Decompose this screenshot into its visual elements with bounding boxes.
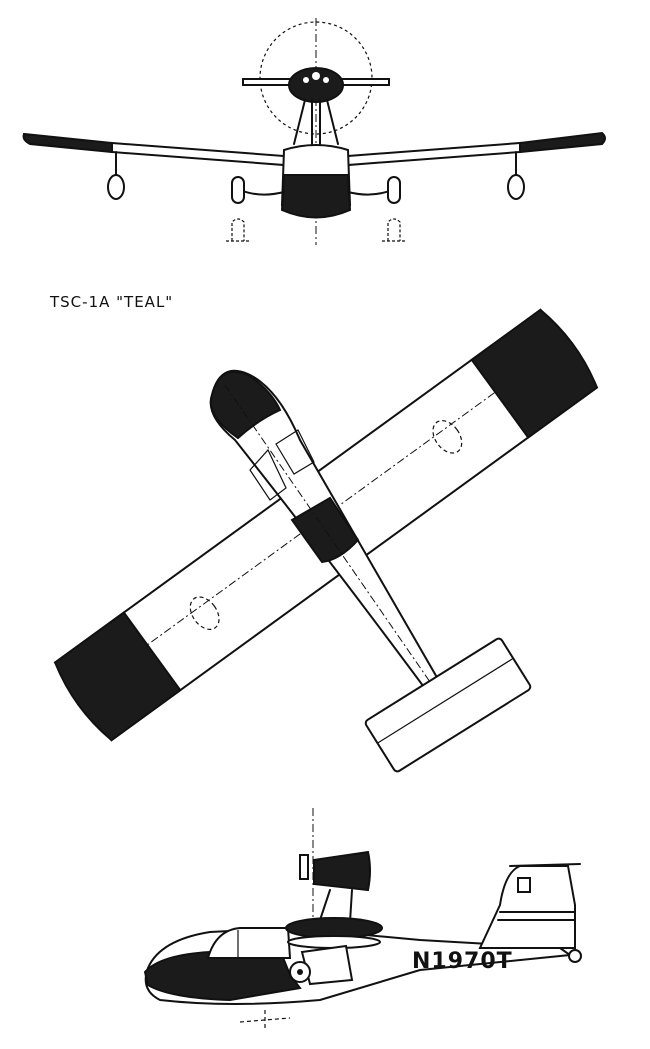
tailplane-top	[364, 637, 532, 773]
right-wingtip-top	[470, 308, 599, 439]
right-wing	[347, 141, 521, 167]
engine-nacelle	[288, 67, 344, 103]
aircraft-designation-caption: TSC-1A "TEAL"	[50, 293, 174, 311]
front-hull	[280, 174, 352, 219]
left-wingtip-top	[53, 611, 182, 742]
cockpit-windows	[249, 429, 315, 501]
pylon-struts	[293, 99, 339, 145]
nose-top	[209, 370, 282, 440]
left-wingtip	[22, 132, 113, 154]
right-wingtip	[519, 131, 606, 154]
side-view: N1970T	[143, 808, 582, 1030]
right-float	[507, 174, 525, 200]
tail-emblem	[517, 877, 531, 893]
side-tail-fin	[478, 865, 576, 949]
left-wing	[111, 141, 285, 167]
side-gear-fairing	[300, 944, 354, 986]
side-propeller	[299, 854, 309, 880]
left-wheel	[231, 176, 245, 204]
top-view	[53, 308, 599, 773]
side-hull	[143, 948, 302, 1002]
side-engine	[313, 850, 371, 892]
side-canopy	[206, 927, 292, 959]
left-float	[107, 174, 125, 200]
registration-marking: N1970T	[412, 949, 513, 974]
right-wheel	[387, 176, 401, 204]
front-view	[22, 18, 606, 245]
